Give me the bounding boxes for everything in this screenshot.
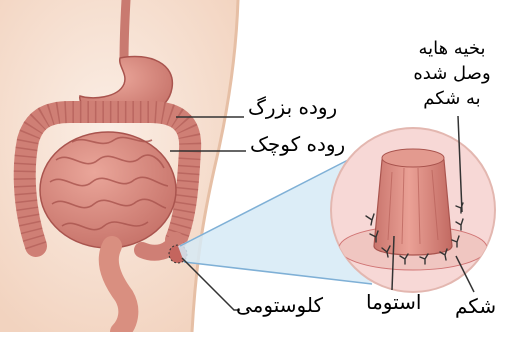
esophagus [124,0,126,62]
label-colostomy: کلوستومی [236,293,323,317]
stoma-top [382,149,444,167]
label-stoma: استوما [366,290,422,314]
label-large-intestine: روده بزرگ [248,95,337,119]
label-sutures-line-2: وصل شده [402,61,502,86]
label-sutures-line-1: بخیه هایه [402,36,502,61]
label-small-intestine: روده کوچک [250,132,345,156]
label-sutures-line-3: به شکم [402,86,502,111]
label-sutures: بخیه هایه وصل شده به شکم [402,36,502,111]
small-intestine [40,132,176,248]
stoma [374,153,452,256]
label-abdomen: شکم [455,294,496,318]
